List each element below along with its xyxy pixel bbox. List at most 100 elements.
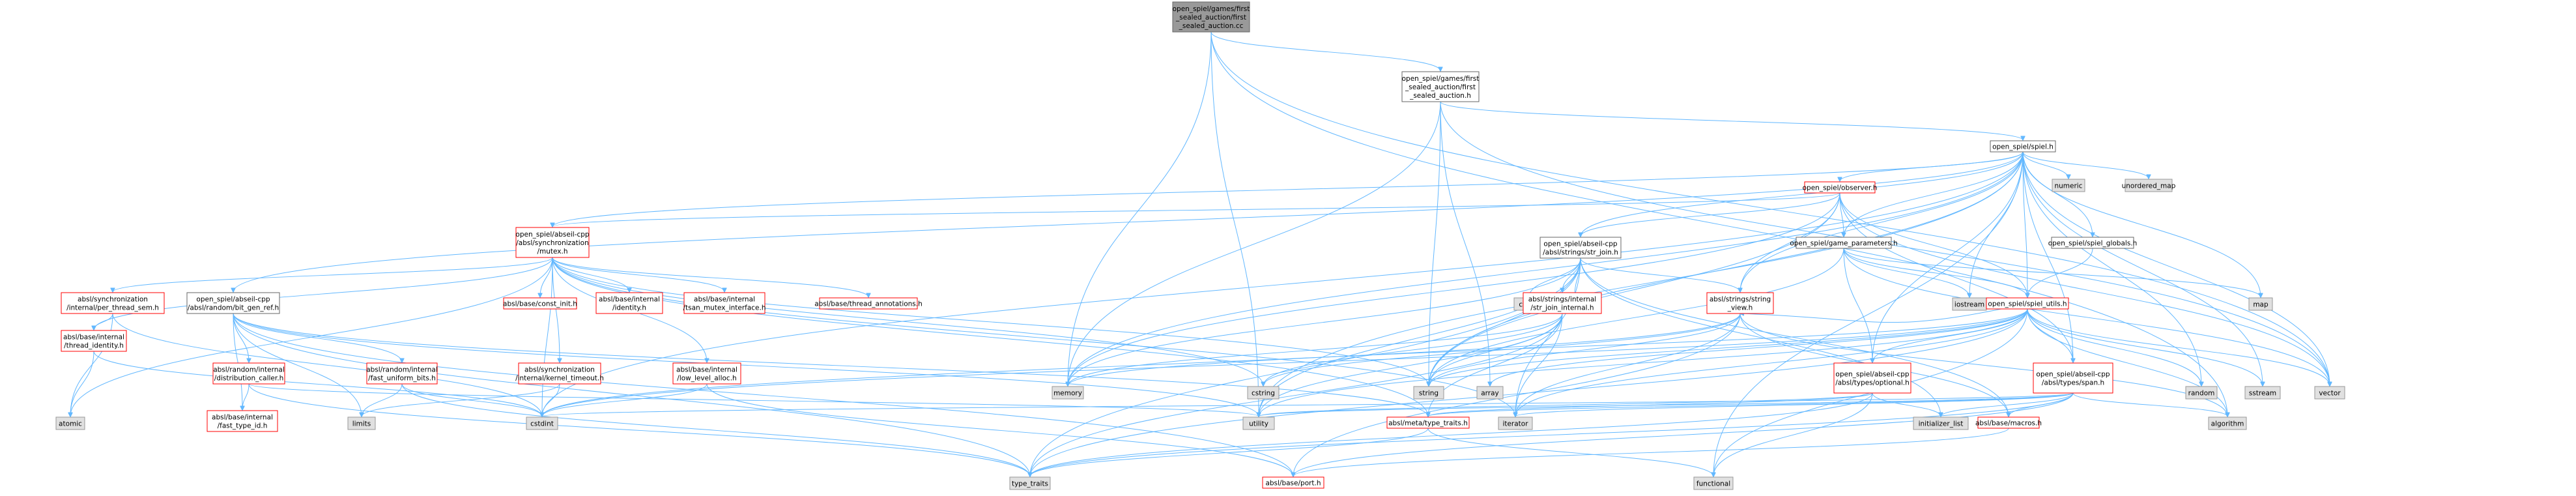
edge-fast_uniform_bits_h-to-cstdint [401, 383, 542, 416]
edge-observer_h-to-vector [1839, 192, 2330, 386]
node-limits: limits [347, 416, 376, 430]
node-port_h[interactable]: absl/base/port.h [1262, 476, 1324, 489]
node-const_init_h[interactable]: absl/base/const_init.h [503, 297, 577, 310]
node-spiel_h[interactable]: open_spiel/spiel.h [1990, 140, 2056, 153]
edge-span_h-to-iterator [1515, 392, 2074, 416]
edge-spiel_h-to-map [2022, 151, 2261, 297]
node-type_traits_h[interactable]: absl/meta/type_traits.h [1386, 416, 1470, 429]
node-box [2051, 237, 2134, 249]
node-label-line: absl/random/internal [213, 366, 285, 374]
node-box [1262, 476, 1324, 489]
edge-spiel_h-to-memory [1068, 151, 2024, 386]
edge-game_params_h-to-optional_h [1843, 248, 1872, 362]
node-iterator: iterator [1498, 416, 1533, 430]
node-observer_h[interactable]: open_spiel/observer.h [1803, 181, 1878, 194]
edge-fsa_h-to-spiel_h [1440, 101, 2023, 140]
edge-spiel_h-to-unordered_map [2022, 151, 2149, 179]
node-optional_h[interactable]: open_spiel/abseil-cpp/absl/types/optiona… [1833, 362, 1911, 394]
node-box [55, 416, 85, 430]
node-label-line: open_spiel/spiel.h [1992, 143, 2054, 151]
edge-thread_identity_h-to-cstdint [93, 351, 542, 416]
edge-str_join_h-to-memory [1068, 257, 1581, 386]
node-spiel_globals_h[interactable]: open_spiel/spiel_globals.h [2048, 237, 2138, 249]
node-identity_h[interactable]: absl/base/internal/identity.h [595, 292, 663, 314]
node-str_join_internal_h[interactable]: absl/strings/internal/str_join_internal.… [1523, 292, 1602, 314]
node-kernel_timeout_h[interactable]: absl/synchronization/internal/kernel_tim… [515, 362, 604, 385]
edge-spiel_globals_h-to-spiel_utils_h [2027, 248, 2093, 297]
node-macros_h[interactable]: absl/base/macros.h [1975, 416, 2042, 429]
edge-type_traits_h-to-type_traits [1030, 428, 1429, 476]
node-random: random [2185, 386, 2218, 400]
edge-spiel_h-to-string [1429, 151, 2024, 386]
node-bit_gen_ref_h[interactable]: open_spiel/abseil-cpp/absl/random/bit_ge… [186, 292, 280, 314]
node-label-line: cstdint [530, 420, 554, 428]
node-fast_uniform_bits_h[interactable]: absl/random/internal/fast_uniform_bits.h [366, 362, 438, 385]
node-box [61, 330, 127, 352]
edge-spiel_h-to-span_h [2022, 151, 2073, 362]
edge-spiel_utils_h-to-cstdint [542, 308, 2028, 416]
node-label-line: array [1481, 390, 1499, 398]
node-label-line: /distribution_caller.h [214, 375, 283, 383]
edge-root-to-vector [1210, 31, 2330, 386]
node-label-line: type_traits [1012, 480, 1048, 488]
edge-spiel_h-to-spiel_utils_h [2022, 151, 2027, 297]
edge-spiel_h-to-optional_h [1872, 151, 2024, 362]
edge-mutex_h-to-iterator [552, 257, 1515, 416]
edge-str_join_h-to-cstdio [1529, 257, 1581, 297]
edge-span_h-to-algorithm [2072, 392, 2227, 416]
node-label-line: /internal/per_thread_sem.h [66, 304, 159, 312]
node-root[interactable]: open_spiel/games/first_sealed_auction/fi… [1172, 1, 1250, 33]
node-box [1990, 140, 2056, 153]
node-label-line: /identity.h [612, 304, 646, 312]
node-label-line: map [2253, 301, 2268, 309]
node-label-line: iostream [1954, 301, 1984, 309]
node-label-line: algorithm [2211, 420, 2244, 428]
node-box [207, 410, 278, 432]
edge-fast_uniform_bits_h-to-type_traits [401, 383, 1030, 476]
node-label-line: /absl/synchronization [516, 239, 588, 247]
node-thread_ann_h[interactable]: absl/base/thread_annotations.h [814, 297, 923, 310]
node-cstdint: cstdint [526, 416, 558, 430]
edge-mutex_h-to-thread_ann_h [552, 257, 868, 297]
node-label-line: /tsan_mutex_interface.h [683, 304, 766, 312]
edge-span_h-to-type_traits_h [1428, 392, 2074, 416]
edge-observer_h-to-string [1429, 192, 1840, 386]
node-box [1052, 386, 1084, 400]
node-label-line: functional [1696, 480, 1730, 488]
node-tsan_h[interactable]: absl/base/internal/tsan_mutex_interface.… [683, 292, 766, 314]
node-label-line: string [1419, 390, 1438, 398]
node-thread_identity_h[interactable]: absl/base/internal/thread_identity.h [61, 330, 127, 352]
node-label-line: _view.h [1727, 304, 1753, 312]
node-fast_type_id_h[interactable]: absl/base/internal/fast_type_id.h [207, 410, 278, 432]
node-fsa_h[interactable]: open_spiel/games/first_sealed_auction/fi… [1401, 71, 1480, 102]
node-box [1172, 1, 1250, 33]
node-low_level_alloc_h[interactable]: absl/base/internal/low_level_alloc.h [672, 362, 741, 385]
node-label-line: _sealed_auction.h [1409, 92, 1471, 100]
node-box [1986, 297, 2069, 310]
node-box [1009, 476, 1051, 490]
node-numeric: numeric [2052, 179, 2085, 192]
node-game_params_h[interactable]: open_spiel/game_parameters.h [1790, 237, 1898, 249]
node-label-line: _sealed_auction.cc [1179, 22, 1244, 30]
edge-mutex_h-to-kernel_timeout_h [552, 257, 560, 362]
edge-observer_h-to-spiel_utils_h [1839, 192, 2027, 297]
node-box [2244, 386, 2281, 400]
node-utility: utility [1242, 416, 1275, 430]
node-distribution_caller_h[interactable]: absl/random/internal/distribution_caller… [212, 362, 285, 385]
edge-root-to-fsa_h [1210, 31, 1440, 71]
node-span_h[interactable]: open_spiel/abseil-cpp/absl/types/span.h [2033, 362, 2113, 394]
edge-str_join_h-to-initializer_list [1580, 257, 1941, 416]
node-str_join_h[interactable]: open_spiel/abseil-cpp/absl/strings/str_j… [1539, 237, 1622, 259]
edge-mutex_h-to-cstdint [542, 257, 553, 416]
edge-str_join_h-to-macros_h [1580, 257, 2009, 416]
node-label-line: /fast_type_id.h [218, 422, 268, 430]
node-string_view_h[interactable]: absl/strings/string_view.h [1706, 292, 1774, 314]
edge-string_view_h-to-string [1429, 313, 1741, 386]
edge-mutex_h-to-per_thread_sem_h [113, 257, 553, 292]
node-spiel_utils_h[interactable]: open_spiel/spiel_utils.h [1986, 297, 2069, 310]
edge-kernel_timeout_h-to-limits [362, 383, 560, 416]
node-box [1804, 181, 1876, 194]
node-box [1706, 292, 1774, 314]
node-per_thread_sem_h[interactable]: absl/synchronization/internal/per_thread… [61, 292, 165, 314]
node-mutex_h[interactable]: open_spiel/abseil-cpp/absl/synchronizati… [515, 227, 590, 258]
